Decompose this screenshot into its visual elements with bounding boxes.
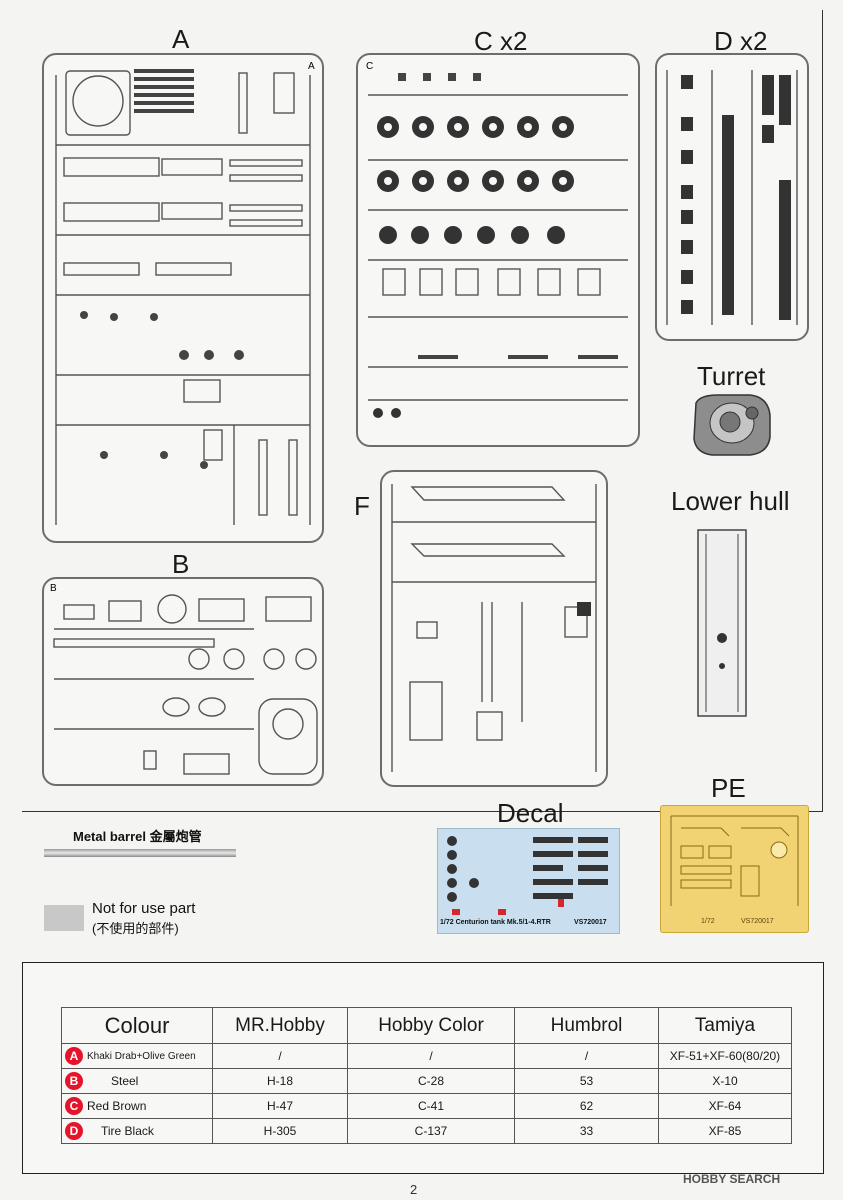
- turret-label: Turret: [697, 361, 766, 391]
- not-for-use-label-cn: (不使用的部件): [92, 921, 179, 936]
- mr-hobby-value: /: [212, 1043, 348, 1069]
- pe-scale: 1/72: [701, 918, 715, 925]
- sprue-b-label: B: [172, 549, 190, 579]
- table-row: A Khaki Drab+Olive Green / / / XF-51+XF-6…: [61, 1043, 792, 1069]
- hobby-color-value: C-137: [347, 1118, 515, 1144]
- lower-hull-label: Lower hull: [671, 486, 790, 516]
- color-name: Steel: [111, 1074, 139, 1088]
- pe-fret: 1/72 VS720017: [660, 805, 809, 933]
- color-table-panel: Colour MR.Hobby Hobby Color Humbrol Tami…: [22, 962, 824, 1174]
- sprue-a-parts: A: [55, 61, 315, 525]
- metal-barrel-sample: [44, 849, 236, 857]
- header-humbrol: Humbrol: [514, 1007, 659, 1044]
- color-table-header: Colour MR.Hobby Hobby Color Humbrol Tami…: [61, 1007, 792, 1044]
- header-colour: Colour: [61, 1007, 213, 1044]
- hobby-color-value: C-41: [347, 1093, 515, 1119]
- sprue-d-parts: [666, 70, 798, 325]
- pe-parts: [670, 815, 799, 906]
- humbrol-value: 53: [514, 1068, 659, 1094]
- sprue-a-frame: A: [42, 53, 324, 543]
- instruction-frame: [22, 10, 823, 812]
- color-name: Khaki Drab+Olive Green: [87, 1050, 196, 1062]
- header-hobby-color: Hobby Color: [347, 1007, 515, 1044]
- decal-markings: [447, 836, 608, 915]
- page-number: 2: [410, 1182, 418, 1197]
- sprue-c-parts: C: [366, 61, 628, 418]
- color-letter-badge: A: [65, 1047, 83, 1065]
- decal-sheet: 1/72 Centurion tank Mk.5/1-4.RTR VS72001…: [437, 828, 620, 934]
- header-tamiya: Tamiya: [658, 1007, 792, 1044]
- metal-barrel-label: Metal barrel 金屬炮管: [73, 829, 202, 844]
- mr-hobby-value: H-305: [212, 1118, 348, 1144]
- tamiya-value: XF-51+XF-60(80/20): [658, 1043, 792, 1069]
- sprue-c-frame: C: [356, 53, 640, 447]
- sprue-c-label: C x2: [474, 26, 528, 56]
- pe-label: PE: [711, 773, 746, 803]
- mr-hobby-value: H-18: [212, 1068, 348, 1094]
- humbrol-value: 33: [514, 1118, 659, 1144]
- mr-hobby-value: H-47: [212, 1093, 348, 1119]
- hobby-color-value: /: [347, 1043, 515, 1069]
- sprue-b-tag: B: [50, 583, 57, 594]
- color-letter-badge: C: [65, 1097, 83, 1115]
- table-row: C Red Brown H-47 C-41 62 XF-64: [61, 1093, 792, 1119]
- pe-code: VS720017: [741, 918, 774, 925]
- tamiya-value: XF-85: [658, 1118, 792, 1144]
- color-letter-badge: D: [65, 1122, 83, 1140]
- sprue-f-parts: [391, 484, 597, 772]
- not-for-use-swatch: [44, 905, 84, 931]
- tamiya-value: X-10: [658, 1068, 792, 1094]
- humbrol-value: /: [514, 1043, 659, 1069]
- turret-part: [693, 394, 771, 456]
- humbrol-value: 62: [514, 1093, 659, 1119]
- sprue-f-frame: [380, 470, 608, 787]
- decal-footer: 1/72 Centurion tank Mk.5/1-4.RTR: [440, 919, 551, 926]
- decal-label: Decal: [497, 798, 564, 828]
- sprue-d-frame: [655, 53, 809, 341]
- color-name: Tire Black: [101, 1124, 154, 1138]
- sprue-f-label: F: [354, 491, 370, 521]
- sprue-b-frame: B: [42, 577, 324, 786]
- color-name: Red Brown: [87, 1099, 147, 1113]
- table-row: B Steel H-18 C-28 53 X-10: [61, 1068, 792, 1094]
- hobby-color-value: C-28: [347, 1068, 515, 1094]
- color-letter-badge: B: [65, 1072, 83, 1090]
- header-mr-hobby: MR.Hobby: [212, 1007, 348, 1044]
- sprue-a-tag: A: [308, 61, 315, 72]
- watermark: HOBBY SEARCH: [683, 1172, 781, 1186]
- decal-code: VS720017: [574, 919, 607, 926]
- table-row: D Tire Black H-305 C-137 33 XF-85: [61, 1118, 792, 1144]
- lower-hull-part: [697, 529, 747, 717]
- sprue-b-parts: B: [50, 583, 318, 775]
- sprue-c-tag: C: [366, 61, 373, 72]
- not-for-use-label: Not for use part: [92, 900, 196, 917]
- sprue-a-label: A: [172, 24, 190, 54]
- color-table: Colour MR.Hobby Hobby Color Humbrol Tami…: [61, 1007, 792, 1144]
- tamiya-value: XF-64: [658, 1093, 792, 1119]
- sprue-d-label: D x2: [714, 26, 768, 56]
